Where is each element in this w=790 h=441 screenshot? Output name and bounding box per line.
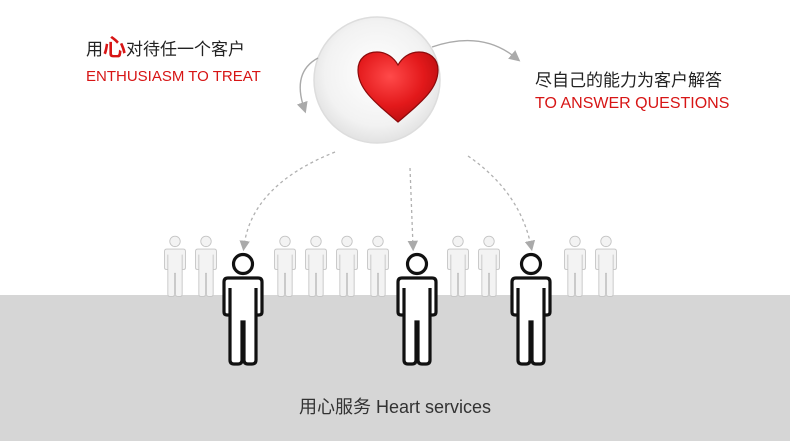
curve-arrow-left [296, 57, 319, 114]
left-cn-suffix: 对待任一个客户 [126, 40, 245, 60]
left-cn-prefix: 用 [86, 40, 103, 60]
person-icon [396, 252, 438, 366]
left-cn-highlight: 心 [103, 35, 126, 61]
person-icon [367, 235, 389, 297]
left-callout: 用心对待任一个客户 ENTHUSIASM TO TREAT [86, 36, 261, 85]
caption-cn: 用心服务 [298, 397, 371, 418]
ground-band [0, 295, 790, 441]
person-icon [447, 235, 469, 297]
person-icon [564, 235, 586, 297]
highlighted-people [222, 252, 552, 366]
caption-en: Heart services [375, 397, 492, 417]
right-callout: 尽自己的能力为客户解答 TO ANSWER QUESTIONS [535, 70, 729, 113]
person-icon [336, 235, 358, 297]
heart-icon [357, 51, 439, 123]
person-icon [510, 252, 552, 366]
bottom-caption: 用心服务 Heart services [0, 393, 790, 419]
person-icon [195, 235, 217, 297]
right-callout-cn: 尽自己的能力为客户解答 [535, 71, 722, 91]
person-icon [478, 235, 500, 297]
dashed-arrows [239, 151, 536, 252]
left-callout-en: ENTHUSIASM TO TREAT [86, 68, 261, 85]
left-callout-cn: 用心对待任一个客户 [86, 36, 261, 62]
person-icon [222, 252, 264, 366]
right-callout-en: TO ANSWER QUESTIONS [535, 95, 730, 112]
curve-arrow-right [431, 39, 521, 62]
person-icon [274, 235, 296, 297]
person-icon [164, 235, 186, 297]
person-icon [595, 235, 617, 297]
person-icon [305, 235, 327, 297]
